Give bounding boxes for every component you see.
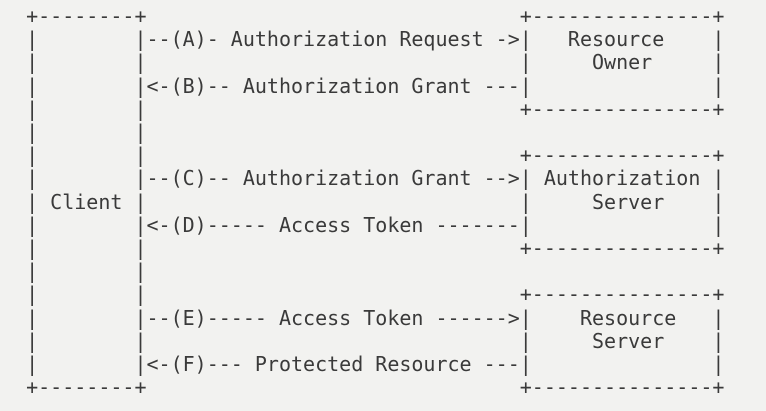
oauth-abstract-flow-ascii-diagram: +--------+ +---------------+ | |--(A)- A… [26,4,725,400]
